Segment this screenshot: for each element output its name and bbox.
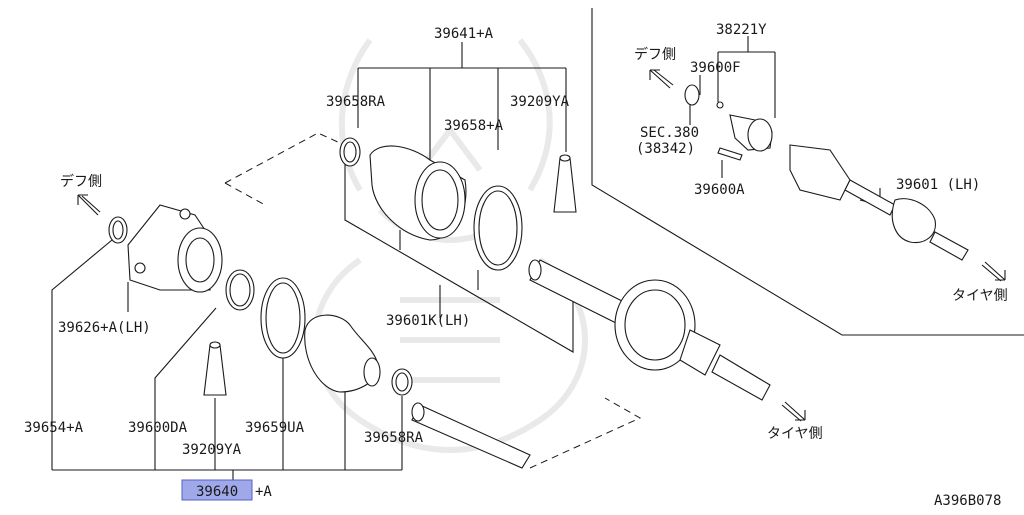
label-39209YA-lower[interactable]: 39209YA <box>182 442 242 458</box>
snap-ring-39654A <box>108 216 128 244</box>
bolt-39600A <box>717 147 743 161</box>
circlip-39600DA <box>225 269 255 311</box>
direction-diff-top: デフ側 <box>634 46 676 63</box>
direction-tire-lower: タイヤ側 <box>767 426 823 442</box>
label-39209YA-upper[interactable]: 39209YA <box>510 94 570 110</box>
housing-39626A <box>127 204 223 293</box>
inner-boot-lower <box>304 314 381 393</box>
label-39640-main[interactable]: 39640 <box>196 484 238 500</box>
drive-shaft-39601LH <box>789 144 969 261</box>
leader-39641A <box>357 42 567 160</box>
label-sec380[interactable]: SEC.380 <box>640 125 699 141</box>
direction-diff-left: デフ側 <box>60 173 102 190</box>
label-38342[interactable]: (38342) <box>636 141 695 157</box>
dashed-guide-upper <box>224 132 341 206</box>
seal-39600F <box>684 84 724 109</box>
label-39658RA-upper[interactable]: 39658RA <box>326 94 386 110</box>
arrow-icon-diff-top <box>649 69 674 89</box>
direction-tire-right: タイヤ側 <box>952 288 1008 304</box>
grease-tube-39209YA-lower <box>203 341 227 396</box>
diagram-code: A396B078 <box>934 493 1001 509</box>
label-39658RA-lower[interactable]: 39658RA <box>364 430 424 446</box>
label-39601LH[interactable]: 39601 (LH) <box>896 177 980 193</box>
label-39659UA[interactable]: 39659UA <box>245 420 305 436</box>
subassembly-frame-line <box>591 8 1024 336</box>
inner-shaft-lower <box>411 402 531 469</box>
arrow-icon-tire-right <box>981 261 1006 282</box>
label-39658A[interactable]: 39658+A <box>444 118 504 134</box>
grease-tube-39209YA-upper <box>553 154 577 213</box>
label-39600DA[interactable]: 39600DA <box>128 420 188 436</box>
axle-shaft-main <box>528 259 771 401</box>
label-39600F[interactable]: 39600F <box>690 60 741 76</box>
label-39654A[interactable]: 39654+A <box>24 420 84 436</box>
arrow-icon-tire-lower <box>781 401 806 422</box>
label-39641A[interactable]: 39641+A <box>434 26 494 42</box>
boot-band-39659UA <box>260 277 306 359</box>
arrow-icon-diff-left <box>77 194 101 216</box>
label-39626A[interactable]: 39626+A(LH) <box>58 320 151 336</box>
label-38221Y[interactable]: 38221Y <box>716 22 767 38</box>
dashed-guide-lower <box>529 397 642 469</box>
label-39600A[interactable]: 39600A <box>694 182 745 198</box>
leader-38221Y <box>717 36 776 118</box>
selected-part-highlight <box>181 479 253 501</box>
boot-band-39658A <box>473 185 523 271</box>
boot-band-39658RA-upper <box>339 137 361 167</box>
leader-39601K <box>344 160 574 353</box>
boot-band-39658RA-lower <box>391 368 413 396</box>
label-39601K[interactable]: 39601K(LH) <box>386 313 470 329</box>
outer-boot-upper <box>369 145 467 241</box>
flange-38221Y <box>729 114 773 152</box>
label-39640-suffix: +A <box>255 484 272 500</box>
